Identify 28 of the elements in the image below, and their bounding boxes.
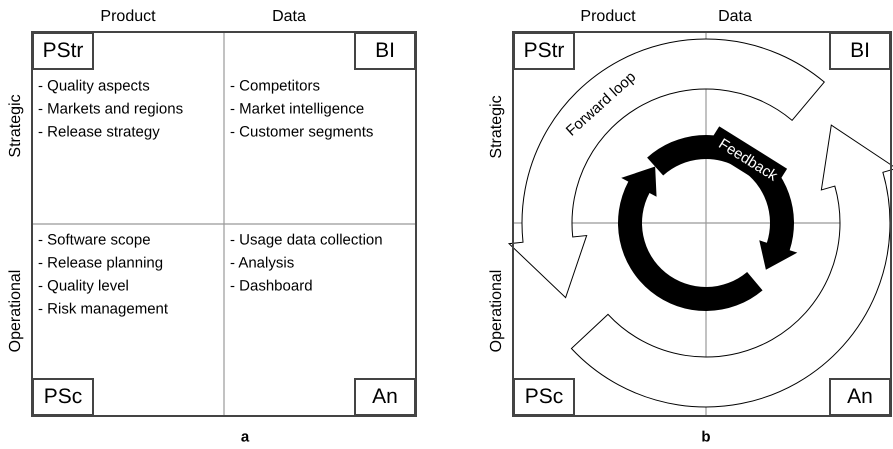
panel-letter: a (240, 430, 250, 444)
list-item: - Competitors (230, 78, 320, 94)
axis-label: Strategic (8, 94, 24, 158)
corner-label-box: An (829, 378, 891, 416)
list-item: - Release planning (38, 256, 164, 270)
list-item: - Analysis (230, 256, 294, 270)
corner-label-box: BI (829, 32, 891, 70)
axis-label: Product (580, 9, 636, 25)
corner-label-box: PSc (32, 378, 94, 416)
axis-label: Product (100, 9, 156, 25)
corner-label-box: BI (354, 32, 416, 70)
corner-label-box: An (354, 378, 416, 416)
axis-label: Data (272, 9, 306, 25)
axis-label: Strategic (489, 95, 505, 159)
axis-label: Data (718, 9, 752, 25)
list-item: - Market intelligence (230, 102, 364, 116)
list-item: - Risk management (38, 302, 168, 316)
list-item: - Customer segments (230, 124, 374, 140)
list-item: - Dashboard (230, 278, 313, 294)
list-item: - Markets and regions (38, 102, 184, 116)
list-item: - Usage data collection (230, 232, 383, 248)
list-item: - Quality level (38, 278, 129, 294)
corner-label-box: PStr (513, 32, 575, 70)
list-item: - Release strategy (38, 124, 160, 140)
panel-letter: b (701, 430, 711, 444)
corner-label-box: PSc (513, 378, 575, 416)
corner-label-box: PStr (32, 32, 94, 70)
list-item: - Software scope (38, 232, 151, 248)
